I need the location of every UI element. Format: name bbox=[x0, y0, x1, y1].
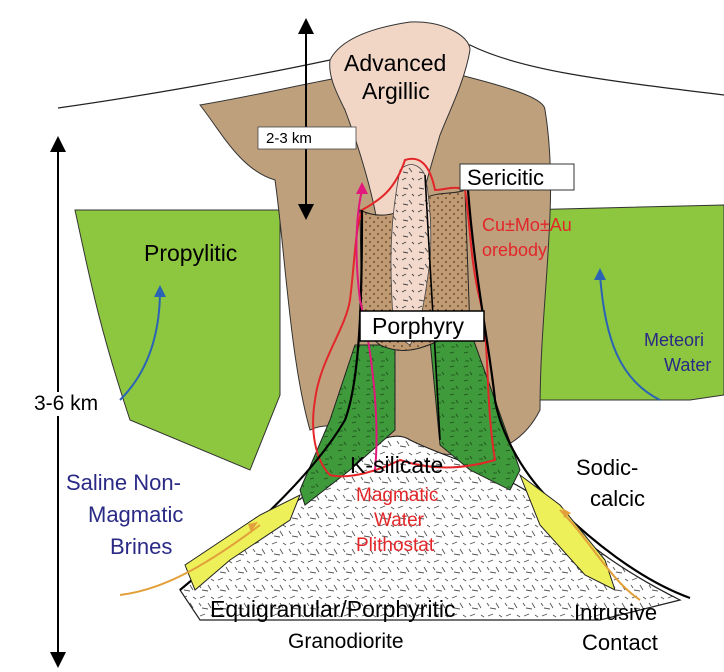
label-advanced-argillic-1: Advanced bbox=[344, 50, 446, 77]
label-orebody-2: orebody bbox=[482, 240, 547, 261]
label-propylitic: Propylitic bbox=[144, 240, 237, 267]
label-equigranular-1: Equigranular/Porphyritic bbox=[210, 596, 455, 623]
depth-arrow-top-head bbox=[50, 136, 66, 152]
label-equigranular-2: Granodiorite bbox=[288, 630, 404, 654]
label-magmatic-2: Water bbox=[374, 510, 424, 532]
label-saline-3: Brines bbox=[110, 534, 172, 560]
label-saline-2: Magmatic bbox=[88, 502, 183, 528]
label-2-3km: 2-3 km bbox=[266, 130, 312, 147]
label-meteoric-2: Water bbox=[664, 355, 711, 376]
label-sodic-1: Sodic- bbox=[576, 455, 638, 481]
label-intrusive-2: Contact bbox=[582, 630, 658, 656]
depth-arrow-2-3-top-head bbox=[298, 18, 314, 34]
label-sodic-2: calcic bbox=[590, 486, 645, 512]
label-sericitic: Sericitic bbox=[467, 165, 544, 191]
label-magmatic-3: Plithostat bbox=[356, 535, 434, 557]
label-orebody-1: Cu±Mo±Au bbox=[482, 215, 572, 236]
label-intrusive-1: Intrusive bbox=[574, 600, 657, 626]
label-3-6km: 3-6 km bbox=[34, 392, 98, 416]
label-advanced-argillic-2: Argillic bbox=[362, 78, 430, 105]
label-magmatic-1: Magmatic bbox=[356, 485, 438, 507]
label-k-silicate: K-silicate bbox=[350, 452, 443, 479]
depth-arrow-bottom-head bbox=[50, 652, 66, 668]
label-porphyry: Porphyry bbox=[372, 313, 464, 340]
label-saline-1: Saline Non- bbox=[66, 470, 181, 496]
label-meteoric-1: Meteori bbox=[644, 330, 704, 351]
